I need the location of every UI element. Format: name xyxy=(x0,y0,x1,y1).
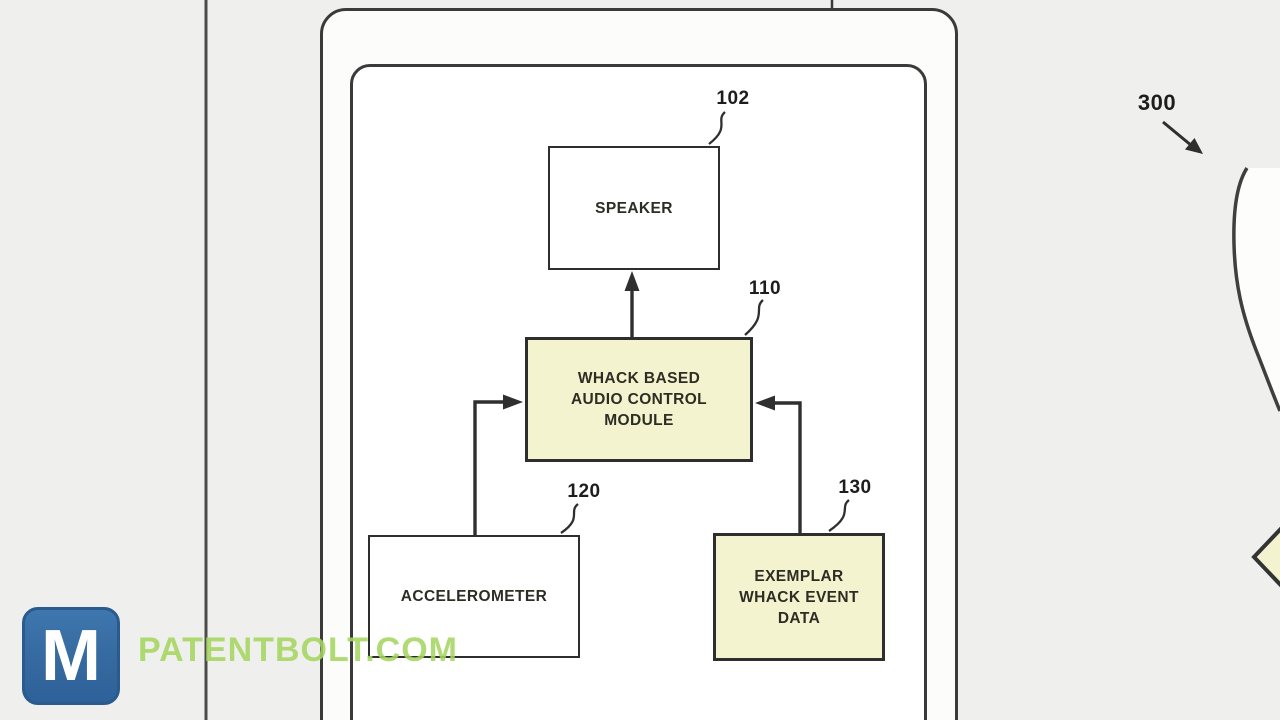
ref-label-120: 120 xyxy=(567,481,601,502)
ref-label-300: 300 xyxy=(1137,90,1177,115)
patentbolt-logo: M xyxy=(22,607,120,705)
device-sketch-outline xyxy=(1232,167,1280,412)
watermark-site-text: PATENTBOLT.COM xyxy=(138,631,458,669)
device-sketch-fill xyxy=(1233,168,1280,411)
ref-300-arrow xyxy=(1162,120,1203,154)
ref-label-102: 102 xyxy=(716,88,750,109)
node-accelerometer-label: ACCELEROMETER xyxy=(400,588,548,605)
node-speaker-label: SPEAKER xyxy=(595,199,673,217)
ref-label-130: 130 xyxy=(838,477,872,498)
sketch-diamond xyxy=(1251,526,1280,588)
ref-label-110: 110 xyxy=(748,278,782,299)
logo-letter: M xyxy=(41,616,101,696)
node-accelerometer: ACCELEROMETER xyxy=(368,535,580,658)
node-speaker: SPEAKER xyxy=(548,146,720,270)
